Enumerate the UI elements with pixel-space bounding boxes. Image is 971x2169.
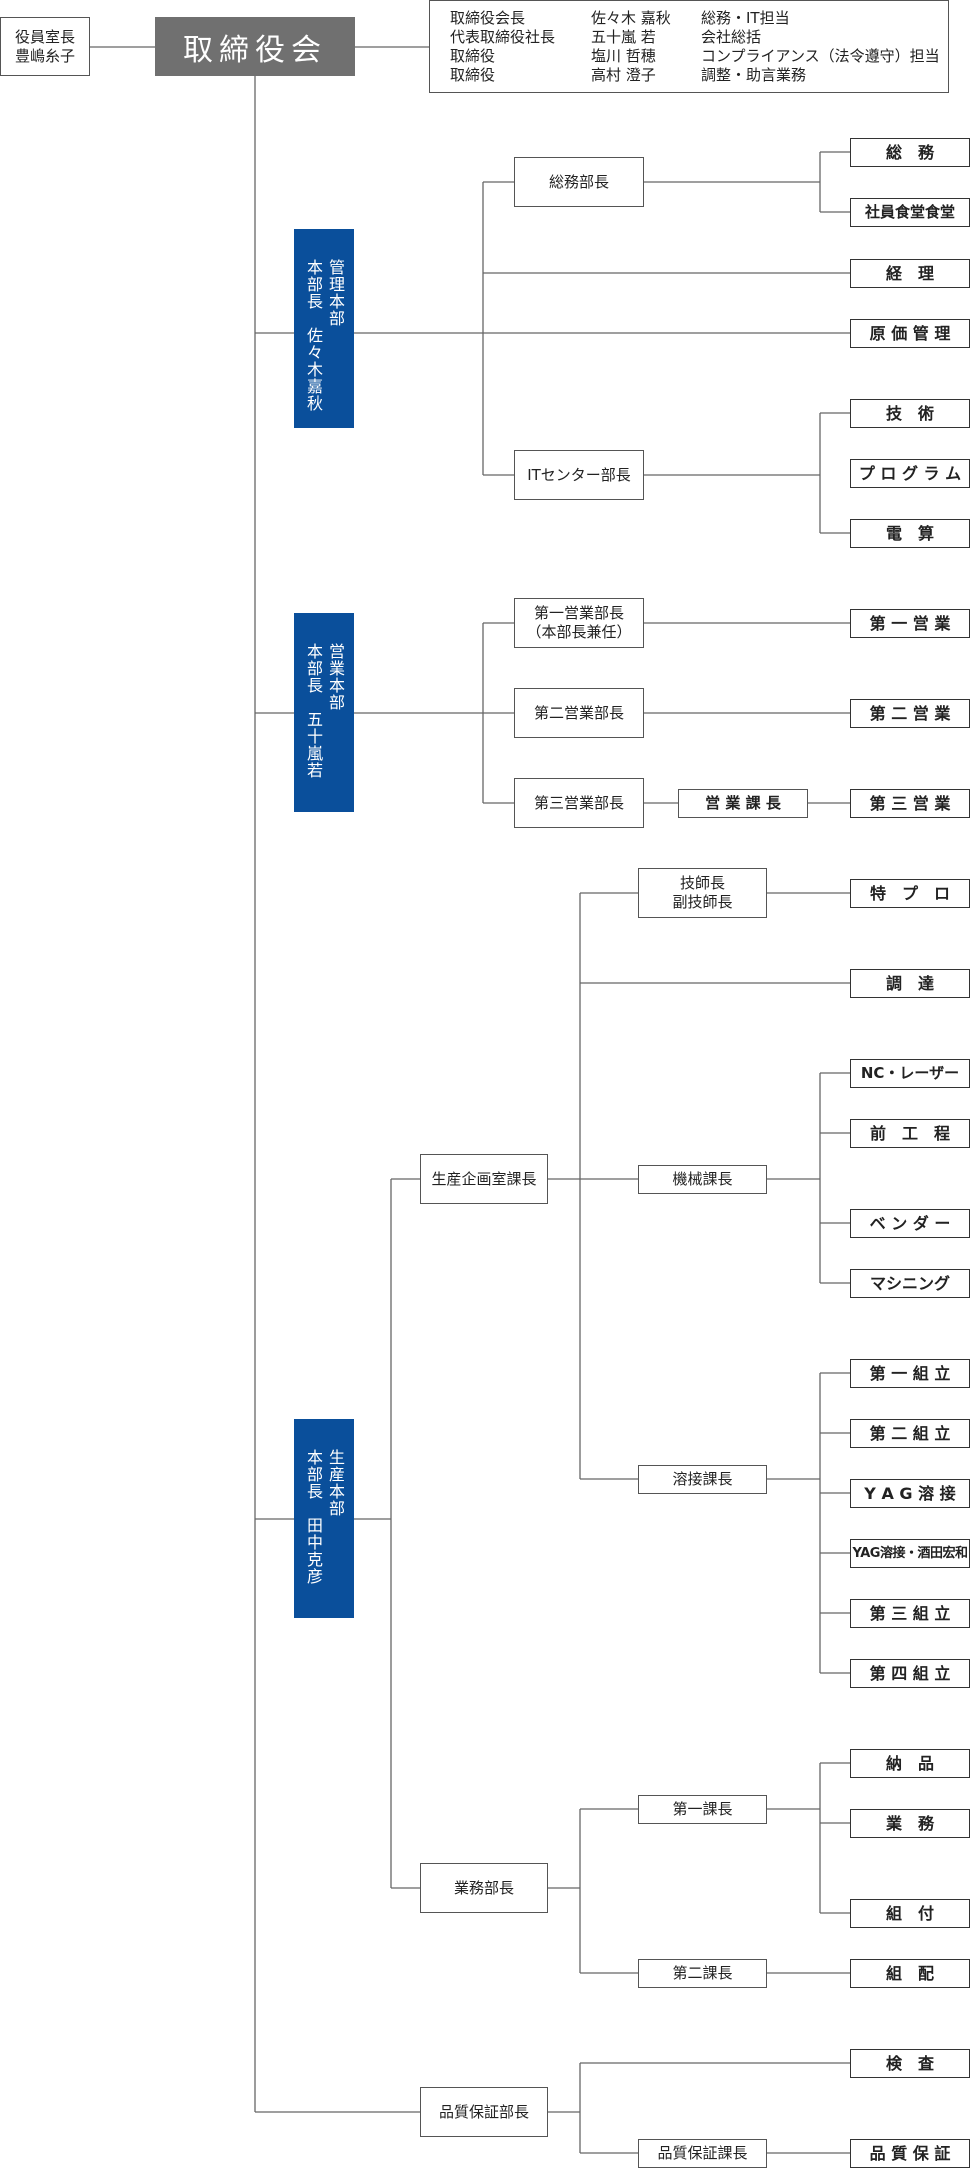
member-name: 五十嵐 若 bbox=[591, 28, 656, 46]
section-gyomu: 業 務 bbox=[850, 1809, 970, 1838]
hq-head-name: 五十嵐若 bbox=[304, 711, 323, 779]
manager-seisan-kikaku: 生産企画室課長 bbox=[420, 1154, 548, 1204]
member-duty: コンプライアンス（法令遵守）担当 bbox=[701, 47, 940, 65]
section-hinshitsu: 品 質 保 証 bbox=[850, 2139, 970, 2168]
section-yag: Y A G 溶 接 bbox=[850, 1479, 970, 1508]
member-name: 塩川 哲穂 bbox=[591, 47, 656, 65]
hq-head-line: 本部長 五十嵐若 bbox=[303, 643, 323, 779]
member-duty: 総務・IT担当 bbox=[701, 9, 790, 27]
member-role: 取締役 bbox=[450, 47, 496, 65]
hq-seisan: 生産本部 本部長 田中克彦 bbox=[294, 1419, 354, 1618]
manager-eigyo3: 第三営業部長 bbox=[514, 778, 644, 828]
section-gijutsu: 技 術 bbox=[850, 399, 970, 428]
manager-soumu-bucho: 総務部長 bbox=[514, 157, 644, 207]
section-nc-laser: NC・レーザー bbox=[850, 1059, 970, 1088]
section-tokupuro: 特 プ ロ bbox=[850, 879, 970, 908]
section-eigyo1: 第 一 営 業 bbox=[850, 609, 970, 638]
manager-eigyo1: 第一営業部長 （本部長兼任） bbox=[514, 598, 644, 648]
board-member-row: 取締役会長 佐々木 嘉秋 総務・IT担当 bbox=[450, 9, 948, 28]
section-nohin: 納 品 bbox=[850, 1749, 970, 1778]
section-bender: ベ ン ダ ー bbox=[850, 1209, 970, 1238]
member-role: 取締役会長 bbox=[450, 9, 526, 27]
hq-kanri: 管理本部 本部長 佐々木嘉秋 bbox=[294, 229, 354, 428]
manager-eigyo-kacho: 営 業 課 長 bbox=[678, 789, 808, 818]
advisor-box: 役員室長 豊嶋糸子 bbox=[0, 17, 90, 76]
member-name: 佐々木 嘉秋 bbox=[591, 9, 671, 27]
manager-eigyo2: 第二営業部長 bbox=[514, 688, 644, 738]
board-member-row: 取締役 高村 澄子 調整・助言業務 bbox=[450, 66, 948, 85]
manager-it-center: ITセンター部長 bbox=[514, 450, 644, 500]
hq-head-title: 本部長 bbox=[304, 643, 323, 694]
member-role: 代表取締役社長 bbox=[450, 28, 556, 46]
board-member-row: 取締役 塩川 哲穂 コンプライアンス（法令遵守）担当 bbox=[450, 47, 948, 66]
section-kumi4: 第 四 組 立 bbox=[850, 1659, 970, 1688]
hq-head-title: 本部長 bbox=[304, 259, 323, 310]
member-name: 高村 澄子 bbox=[591, 66, 656, 84]
section-machining: マシニング bbox=[850, 1269, 970, 1298]
manager-gishicho: 技師長 副技師長 bbox=[638, 868, 767, 918]
section-program: プ ロ グ ラ ム bbox=[850, 459, 970, 488]
manager-daini-kacho: 第二課長 bbox=[638, 1959, 767, 1988]
section-chotatsu: 調 達 bbox=[850, 969, 970, 998]
member-duty: 会社総括 bbox=[701, 28, 762, 46]
manager-kikai-kacho: 機械課長 bbox=[638, 1165, 767, 1194]
member-duty: 調整・助言業務 bbox=[701, 66, 807, 84]
hq-head-line: 本部長 佐々木嘉秋 bbox=[303, 259, 323, 412]
board-member-row: 代表取締役社長 五十嵐 若 会社総括 bbox=[450, 28, 948, 47]
manager-hinshitsu-kacho: 品質保証課長 bbox=[638, 2139, 767, 2168]
member-role: 取締役 bbox=[450, 66, 496, 84]
section-soumu: 総 務 bbox=[850, 138, 970, 167]
board-members-table: 取締役会長 佐々木 嘉秋 総務・IT担当 代表取締役社長 五十嵐 若 会社総括 … bbox=[429, 0, 949, 93]
manager-hinshitsu-bucho: 品質保証部長 bbox=[420, 2087, 548, 2137]
advisor-name: 豊嶋糸子 bbox=[14, 46, 75, 65]
manager-gyomu-bucho: 業務部長 bbox=[420, 1863, 548, 1913]
section-genka: 原 価 管 理 bbox=[850, 319, 970, 348]
hq-division: 管理本部 bbox=[326, 259, 345, 327]
board-box: 取締役会 bbox=[155, 17, 355, 76]
section-kumihai: 組 配 bbox=[850, 1959, 970, 1988]
section-eigyo2: 第 二 営 業 bbox=[850, 699, 970, 728]
hq-head-name: 田中克彦 bbox=[304, 1517, 323, 1585]
section-kumi1: 第 一 組 立 bbox=[850, 1359, 970, 1388]
section-kumitsuke: 組 付 bbox=[850, 1899, 970, 1928]
section-kensa: 検 査 bbox=[850, 2049, 970, 2078]
manager-yosetsu-kacho: 溶接課長 bbox=[638, 1465, 767, 1494]
hq-head-title: 本部長 bbox=[304, 1449, 323, 1500]
hq-head-line: 本部長 田中克彦 bbox=[303, 1449, 323, 1585]
section-maekotei: 前 工 程 bbox=[850, 1119, 970, 1148]
section-kumi2: 第 二 組 立 bbox=[850, 1419, 970, 1448]
hq-division: 営業本部 bbox=[326, 643, 345, 711]
section-shokudo: 社員食堂食堂 bbox=[850, 198, 970, 227]
board-label: 取締役会 bbox=[183, 32, 327, 68]
section-keiri: 経 理 bbox=[850, 259, 970, 288]
hq-eigyo: 営業本部 本部長 五十嵐若 bbox=[294, 613, 354, 812]
advisor-title: 役員室長 bbox=[14, 27, 75, 46]
hq-division: 生産本部 bbox=[326, 1449, 345, 1517]
hq-head-name: 佐々木嘉秋 bbox=[304, 327, 323, 412]
section-kumi3: 第 三 組 立 bbox=[850, 1599, 970, 1628]
section-yag-sakata: YAG溶接・酒田宏和 bbox=[850, 1539, 970, 1568]
section-densan: 電 算 bbox=[850, 519, 970, 548]
section-eigyo3: 第 三 営 業 bbox=[850, 789, 970, 818]
manager-daiichi-kacho: 第一課長 bbox=[638, 1795, 767, 1824]
